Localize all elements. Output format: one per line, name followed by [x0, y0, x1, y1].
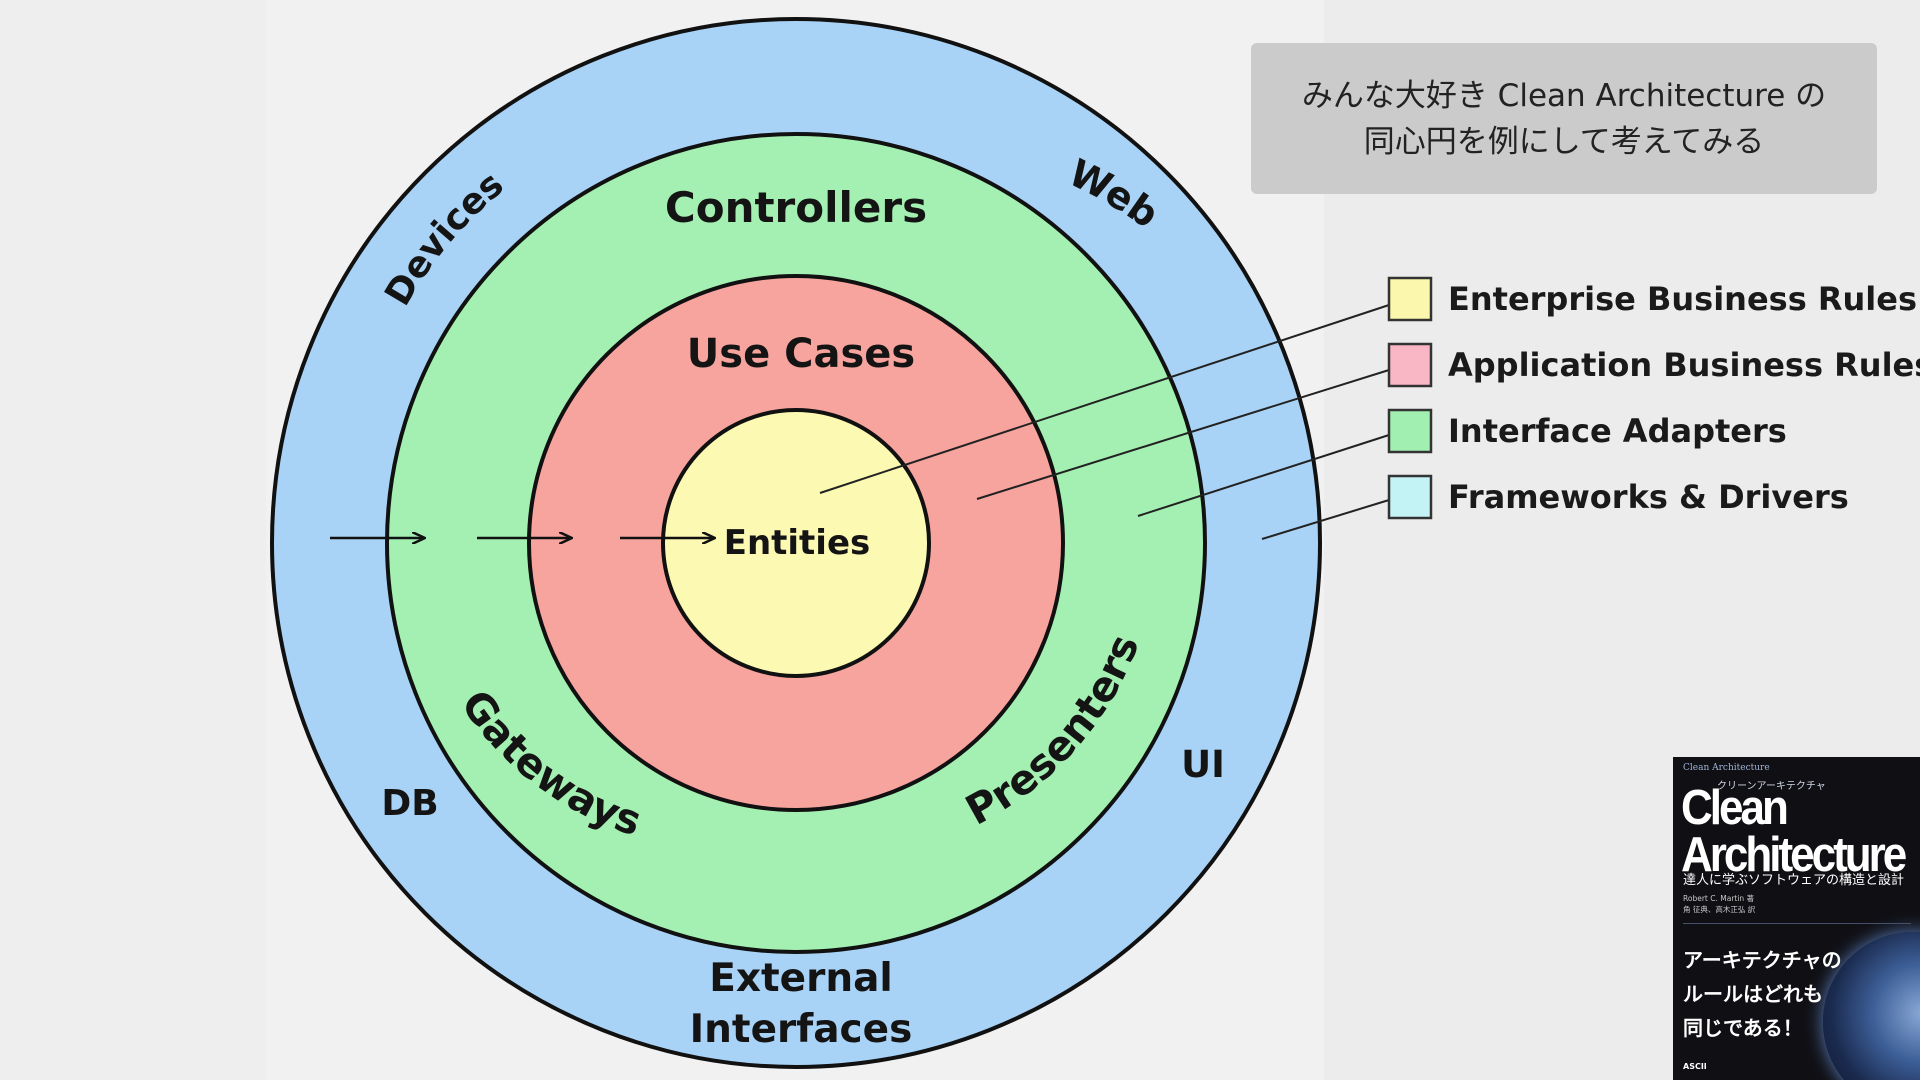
legend-label-frameworks: Frameworks & Drivers [1448, 478, 1849, 516]
legend-swatch-frameworks [1387, 474, 1433, 520]
book-title: Clean Architecture [1681, 780, 1907, 883]
legend: Enterprise Business Rules Application Bu… [1387, 276, 1920, 520]
note-line-1: みんな大好き Clean Architecture の [1301, 77, 1827, 114]
book-catch-line-2: ルールはどれも [1683, 982, 1823, 1006]
book-catch-line-3: 同じである！ [1683, 1016, 1803, 1040]
book-title-katakana: クリーンアーキテクチャ [1717, 781, 1826, 792]
book-translators: 角 征典、高木正弘 訳 [1683, 905, 1756, 914]
label-db: DB [381, 783, 438, 824]
note-line-2: 同心円を例にして考えてみる [1363, 123, 1765, 160]
book-cover: Clean Architecture クリーンアーキテクチャ Clean Arc… [1673, 757, 1920, 1080]
leader-line-application [976, 369, 1390, 500]
leader-line-enterprise [819, 304, 1390, 494]
leader-line-interface-adapters [1137, 434, 1390, 517]
label-interfaces: Interfaces [690, 1007, 913, 1052]
label-use-cases: Use Cases [687, 331, 915, 377]
label-ui: UI [1181, 743, 1225, 786]
legend-swatch-enterprise [1387, 276, 1433, 322]
book-series-label: Clean Architecture [1683, 763, 1770, 773]
book-divider [1683, 923, 1911, 924]
label-controllers: Controllers [665, 183, 927, 232]
book-title-line-1: Clean [1681, 780, 1789, 836]
book-title-line-2: Architecture [1681, 827, 1907, 883]
legend-label-interface-adapters: Interface Adapters [1448, 412, 1787, 450]
book-catchphrase: アーキテクチャの ルールはどれも 同じである！ [1683, 943, 1842, 1045]
book-tagline: 達人に学ぶソフトウェアの構造と設計 [1683, 873, 1905, 888]
legend-swatch-interface-adapters [1387, 408, 1433, 454]
book-authors: Robert C. Martin 著 角 征典、高木正弘 訳 [1683, 893, 1755, 915]
slide-left-margin [0, 0, 266, 1080]
book-author: Robert C. Martin 著 [1683, 894, 1755, 903]
legend-label-application: Application Business Rules [1448, 346, 1920, 384]
book-catch-line-1: アーキテクチャの [1683, 948, 1842, 972]
legend-label-enterprise: Enterprise Business Rules [1448, 280, 1917, 318]
legend-swatch-application [1387, 342, 1433, 388]
entities-circle [661, 408, 931, 678]
label-external: External [709, 956, 893, 1001]
note-callout: みんな大好き Clean Architecture の 同心円を例にして考えてみ… [1251, 43, 1877, 194]
book-publisher-logo: ASCII [1683, 1062, 1707, 1071]
label-entities: Entities [724, 523, 871, 563]
leader-line-frameworks [1261, 499, 1390, 540]
